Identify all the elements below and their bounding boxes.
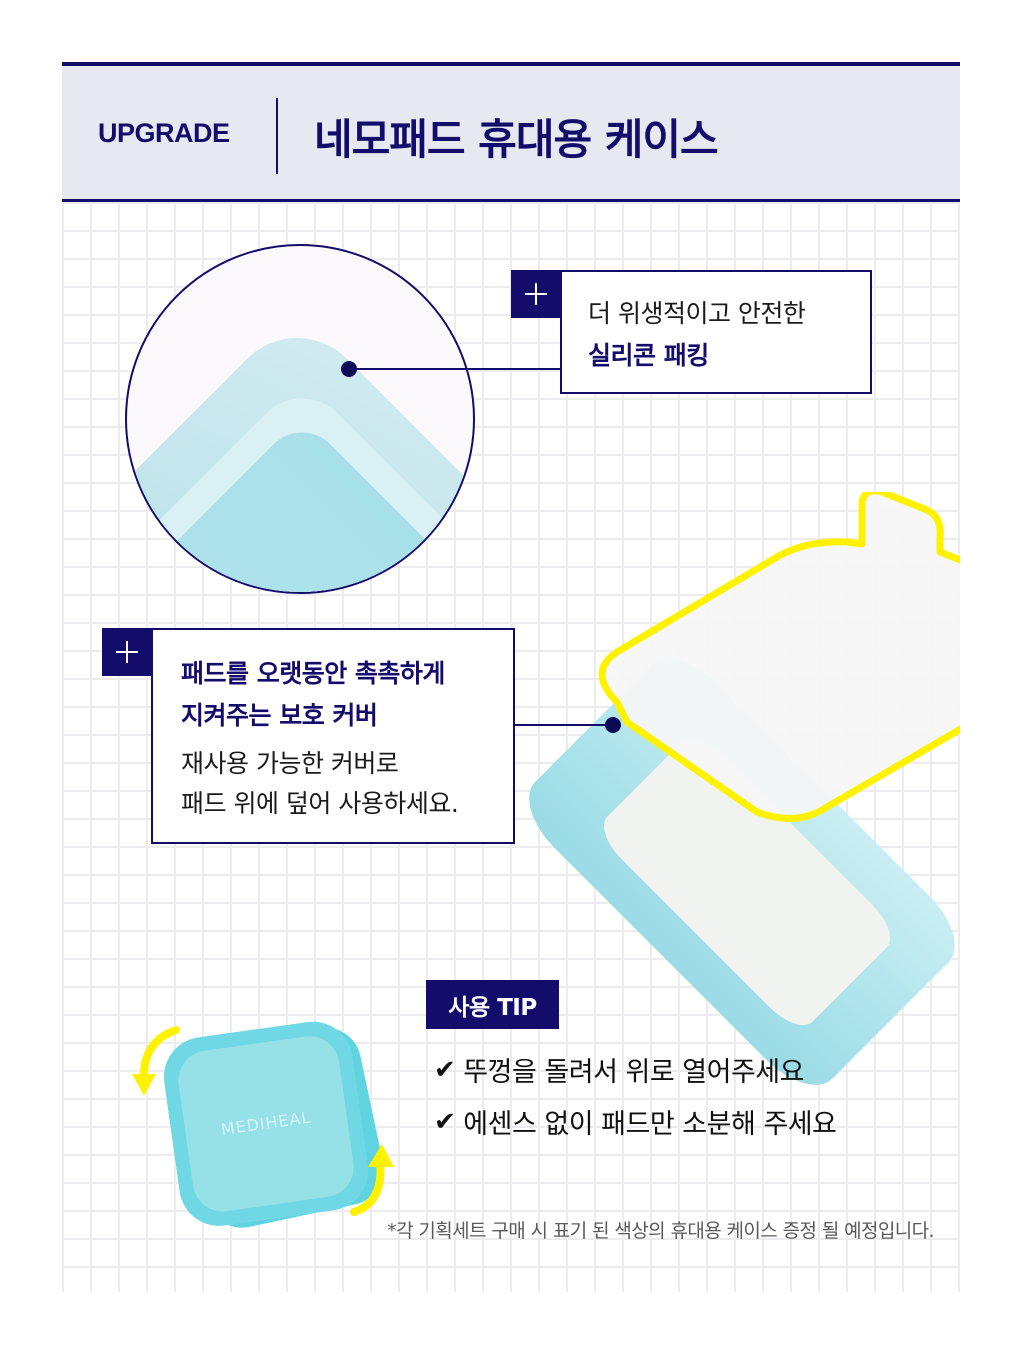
check-icon: ✔ bbox=[434, 1106, 456, 1137]
callout-connector-line bbox=[513, 724, 609, 726]
section-header: UPGRADE 네모패드 휴대용 케이스 bbox=[62, 66, 960, 202]
callout-title: 패드를 오랫동안 촉촉하게 bbox=[181, 659, 445, 688]
grid-background: 더 위생적이고 안전한 실리콘 패킹 패드를 오랫동안 촉촉하게 지켜주는 보호… bbox=[62, 202, 960, 1292]
callout-connector-line bbox=[349, 368, 561, 370]
callout-protective-cover: 패드를 오랫동안 촉촉하게 지켜주는 보호 커버 재사용 가능한 커버로 패드 … bbox=[151, 628, 515, 844]
footnote: *각 기획세트 구매 시 표기 된 색상의 휴대용 케이스 증정 될 예정입니다… bbox=[387, 1220, 934, 1242]
callout-title: 지켜주는 보호 커버 bbox=[181, 701, 378, 730]
callout-text: 더 위생적이고 안전한 bbox=[588, 299, 806, 328]
check-icon: ✔ bbox=[434, 1054, 456, 1085]
tip-item: ✔ 뚜껑을 돌려서 위로 열어주세요 bbox=[434, 1050, 804, 1089]
tip-text: 에센스 없이 패드만 소분해 주세요 bbox=[463, 1109, 837, 1140]
callout-dot bbox=[605, 717, 621, 733]
tip-item: ✔ 에센스 없이 패드만 소분해 주세요 bbox=[434, 1102, 837, 1141]
plus-icon bbox=[511, 270, 561, 318]
plus-icon bbox=[102, 628, 152, 676]
page-title: 네모패드 휴대용 케이스 bbox=[314, 115, 719, 164]
protective-cover-outline bbox=[598, 492, 960, 822]
rotate-arrow-icon bbox=[139, 1026, 180, 1084]
closed-case-rotation-image: MEDIHEAL bbox=[132, 1021, 394, 1228]
header-divider bbox=[276, 98, 278, 174]
callout-silicone-packing: 더 위생적이고 안전한 실리콘 패킹 bbox=[560, 270, 872, 394]
upgrade-label: UPGRADE bbox=[98, 118, 230, 148]
product-detail-panel: UPGRADE 네모패드 휴대용 케이스 더 위생적이고 안전한 실리콘 패킹 bbox=[62, 62, 960, 1292]
rotate-arrow-icon bbox=[350, 1158, 385, 1216]
callout-text: 패드 위에 덮어 사용하세요. bbox=[181, 789, 459, 818]
tip-text: 뚜껑을 돌려서 위로 열어주세요 bbox=[463, 1057, 804, 1088]
usage-tip-badge: 사용 TIP bbox=[426, 980, 559, 1029]
silicone-packing-closeup-image bbox=[125, 244, 475, 594]
callout-emphasis: 실리콘 패킹 bbox=[588, 341, 709, 370]
callout-text: 재사용 가능한 커버로 bbox=[181, 749, 399, 778]
